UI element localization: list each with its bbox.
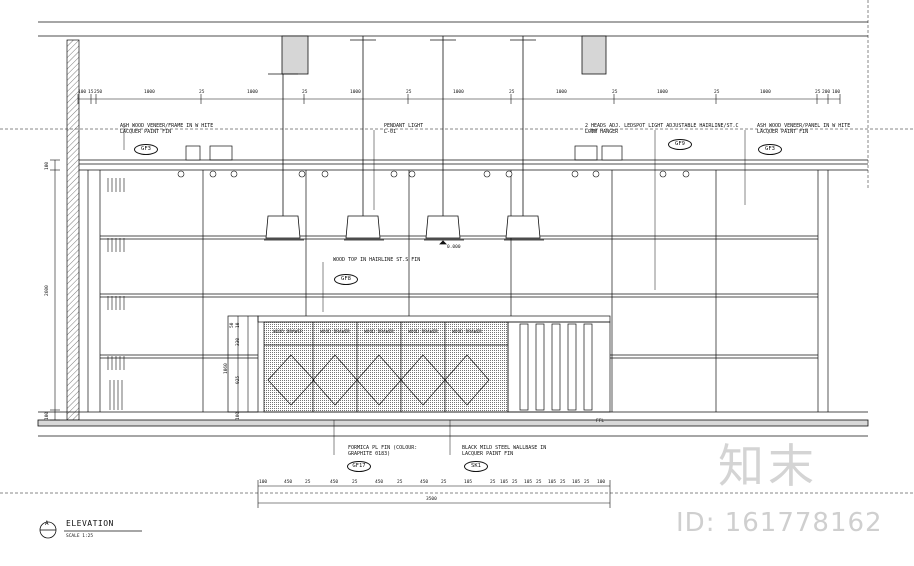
counter (227, 315, 611, 413)
tag-gf9: GF9 (668, 139, 692, 150)
top-dim: 100 (78, 90, 87, 95)
drawer-label-2: WOOD DRAWER (320, 330, 350, 335)
note-formica: FORMICA PL FIN (COLOUR: GRAPHITE 0183) (348, 445, 418, 457)
tag-gf3-left: GF3 (134, 144, 158, 155)
counter-dim: 925 (236, 375, 241, 384)
counter-dim: 100 (236, 411, 241, 420)
bottom-dim: 105 (464, 480, 473, 485)
counter-dim: 1060 (224, 363, 229, 374)
note-wood-top: WOOD TOP IN HAIRLINE ST.S FIN (333, 257, 421, 263)
bottom-dim: 105 (524, 480, 533, 485)
top-dimension-line (77, 94, 841, 104)
left-dim-base: 100 (45, 411, 50, 420)
note-pendant-light: PENDANT LIGHT (384, 123, 424, 129)
tag-gf8: GF8 (334, 274, 358, 285)
top-bulkhead (79, 145, 868, 171)
bottom-total-dim: 3500 (426, 497, 437, 502)
top-dim: 1000 (247, 90, 258, 95)
bottom-dim: 25 (441, 480, 447, 485)
drawing-title: ELEVATION (66, 519, 114, 528)
top-dim: 25 (815, 90, 821, 95)
bottom-dim: 100 (597, 480, 606, 485)
watermark-logo: 知末 (718, 439, 818, 493)
top-dim: 1000 (144, 90, 155, 95)
shelving-frame (87, 170, 829, 412)
left-dimension-line (50, 159, 249, 421)
bottom-dim: 450 (375, 480, 384, 485)
bottom-dim: 450 (420, 480, 429, 485)
floor-mark: FFL (596, 419, 605, 424)
top-dim: 25 (406, 90, 412, 95)
top-dim: 1000 (453, 90, 464, 95)
bottom-dim: 25 (352, 480, 358, 485)
top-dim: 250 (94, 90, 103, 95)
note-spotlight-code: L-07 (585, 129, 598, 135)
bottom-dim: 450 (284, 480, 293, 485)
ceiling (38, 21, 868, 75)
bottom-dim: 25 (584, 480, 590, 485)
note-ash-wood-panel: ASH WOOD VENEER/PANEL IN W HITE LACQUER … (757, 123, 851, 135)
top-dim: 1000 (350, 90, 361, 95)
top-dim: 25 (612, 90, 618, 95)
note-ash-wood-frame: ASH WOOD VENEER/FRAME IN W HITE LACQUER … (120, 123, 214, 135)
hanging-hooks (107, 178, 125, 410)
bottom-dim: 25 (536, 480, 542, 485)
drawer-label-4: WOOD DRAWER (408, 330, 438, 335)
top-dim: 1000 (556, 90, 567, 95)
top-dim: 1000 (760, 90, 771, 95)
level-mark: 0.000 (447, 245, 461, 250)
bottom-dim: 105 (572, 480, 581, 485)
bottom-dimension-line (257, 480, 611, 508)
top-dim: 1000 (657, 90, 668, 95)
top-dim: 25 (302, 90, 308, 95)
floor (37, 411, 869, 437)
spotlights (177, 170, 690, 178)
view-marker (39, 521, 142, 539)
bottom-dim: 25 (305, 480, 311, 485)
view-marker-letter: A (45, 520, 50, 527)
note-wallbase: BLACK MILD STEEL WALLBASE IN LACQUER PAI… (462, 445, 547, 457)
bottom-dim: 105 (500, 480, 509, 485)
reference-lines (0, 0, 914, 494)
note-spotlight: 2 HEADS ADJ. LEDSPOT LIGHT ADJUSTABLE HA… (585, 123, 739, 135)
counter-dim: 10 (236, 322, 241, 328)
bottom-dim: 25 (490, 480, 496, 485)
left-wall (66, 39, 80, 421)
bottom-dim: 450 (330, 480, 339, 485)
bottom-dim: 25 (512, 480, 518, 485)
tag-gf17: GF17 (347, 461, 371, 472)
drawer-label-3: WOOD DRAWER (364, 330, 394, 335)
top-dim: 25 (509, 90, 515, 95)
bottom-dim: 100 (259, 480, 268, 485)
tag-gf3-right: GF3 (758, 144, 782, 155)
counter-dim: 330 (236, 337, 241, 346)
drawing-scale: SCALE 1:25 (66, 534, 94, 539)
left-dim-top: 100 (45, 161, 50, 170)
bottom-dim: 25 (397, 480, 403, 485)
pendant-lights (264, 36, 544, 245)
bottom-dim: 105 (548, 480, 557, 485)
watermark-id: ID: 161778162 (676, 508, 883, 538)
top-dim: 25 (199, 90, 205, 95)
left-dim-main: 2600 (45, 285, 50, 296)
top-dim: 15 (88, 90, 94, 95)
tag-sk1: SK1 (464, 461, 488, 472)
note-pendant-code: L-01 (384, 129, 397, 135)
bottom-dim: 25 (560, 480, 566, 485)
top-dim: 200 (822, 90, 831, 95)
counter-dim: 50 (230, 322, 235, 328)
top-dim: 100 (832, 90, 841, 95)
drawer-label-1: WOOD DRAWER (273, 330, 303, 335)
drawer-label-5: WOOD DRAWER (452, 330, 482, 335)
leader-lines (123, 124, 746, 455)
top-dim: 25 (714, 90, 720, 95)
